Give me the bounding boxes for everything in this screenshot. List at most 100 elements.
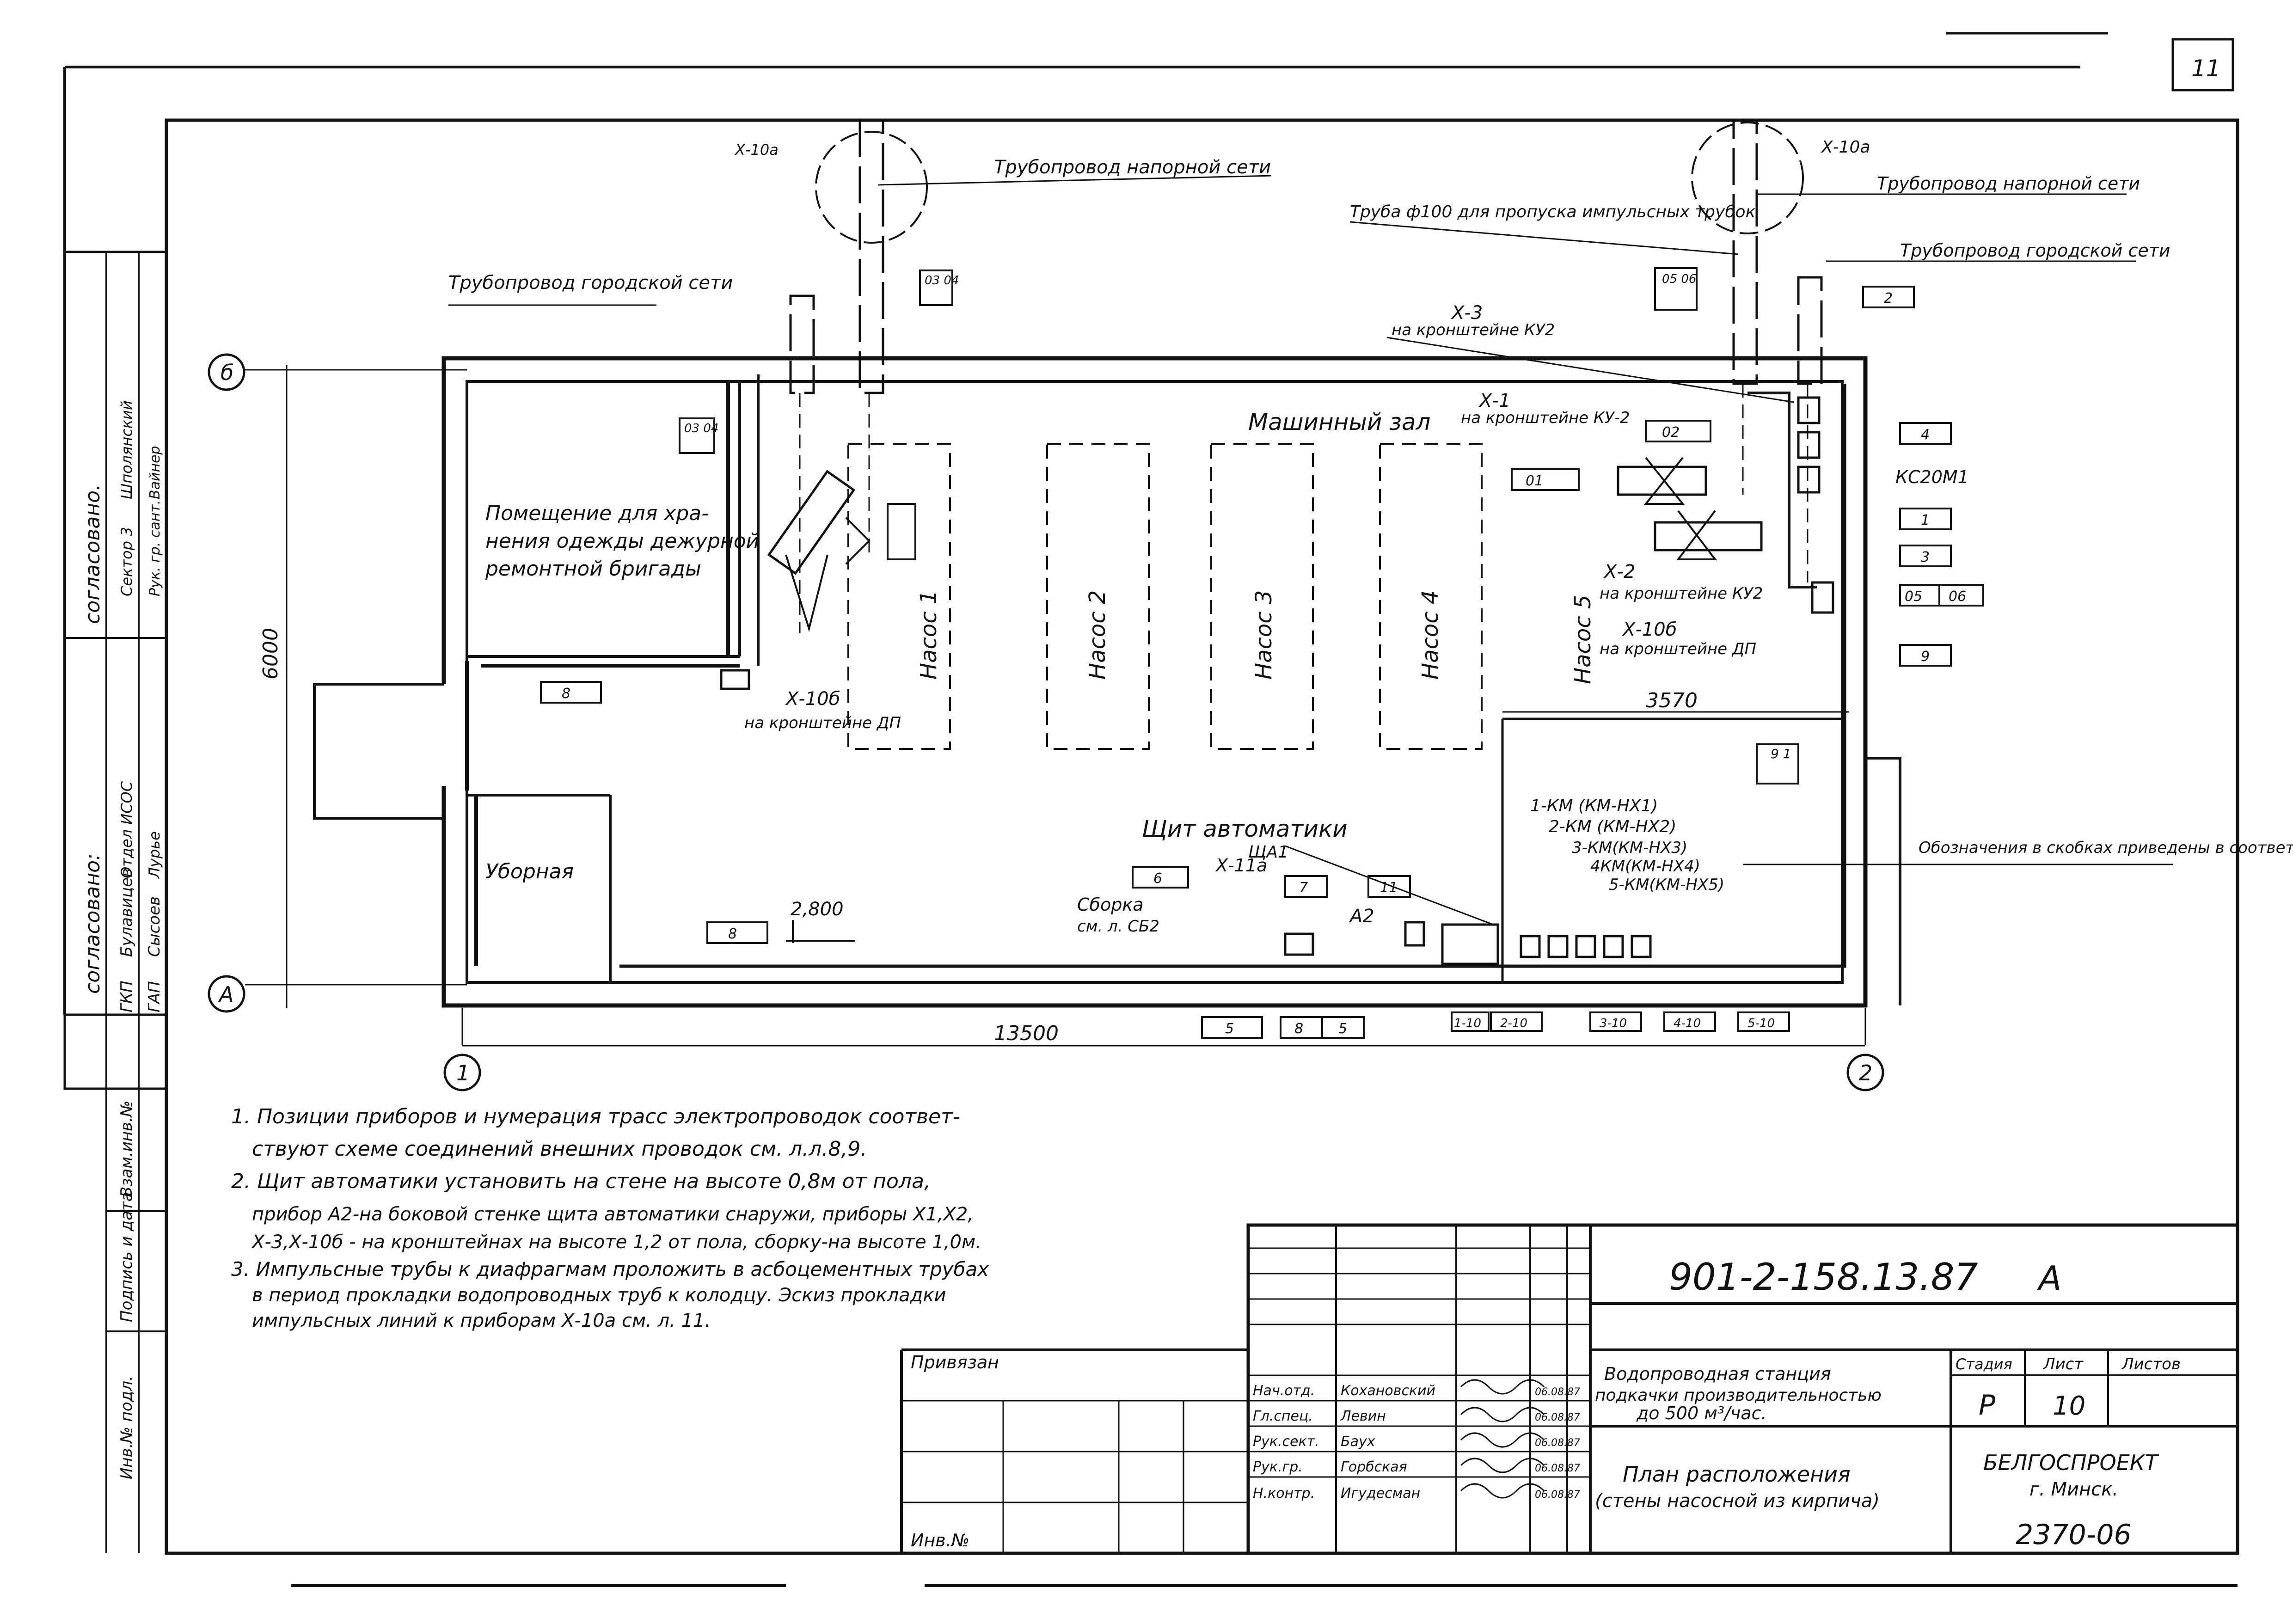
designation-note: Обозначения в скобках приведены в соотве… xyxy=(1919,839,2293,857)
pipe-city-left: Трубопровод городской сети xyxy=(448,272,733,294)
axis-label-1: 1 xyxy=(456,1060,470,1085)
pump-label: Насос 4 xyxy=(1417,590,1443,680)
signer-date: 06.08.87 xyxy=(1535,1412,1580,1423)
signature-mark xyxy=(1460,1432,1545,1448)
approval-heading-left: согласовано: xyxy=(81,853,104,994)
sheet-title-line-1: План расположения xyxy=(1623,1462,1851,1487)
approval-name: Булавицев xyxy=(117,868,136,957)
note-line: 2. Щит автоматики установить на стене на… xyxy=(231,1170,931,1193)
x2-label: Х-2 xyxy=(1603,561,1635,582)
pipe-pressure-right: Трубопровод напорной сети xyxy=(1877,173,2140,194)
panel-label: Щит автоматики xyxy=(1142,815,1348,842)
room-storage-line-3: ремонтной бригады xyxy=(485,557,701,581)
approval-name: Вайнер xyxy=(147,446,163,499)
general-notes: 1. Позиции приборов и нумерация трасс эл… xyxy=(231,1105,989,1331)
signer-role: Рук.сект. xyxy=(1253,1434,1319,1450)
tag: 9 xyxy=(1921,649,1930,665)
note-line: импульсных линий к приборам Х-10а см. л.… xyxy=(252,1310,711,1331)
pump-label: Насос 2 xyxy=(1085,590,1110,680)
stage-header: Стадия xyxy=(1956,1355,2012,1373)
room-storage-line-2: нения одежды дежурной xyxy=(485,529,759,553)
x10a-right-label: Х-10а xyxy=(1821,138,1870,157)
starter-label: 1-КМ (КМ-НХ1) xyxy=(1530,797,1658,815)
callouts: Х-10а Трубопровод напорной сети Трубопро… xyxy=(448,138,2293,965)
signature-mark xyxy=(1460,1483,1545,1499)
tag: 8 xyxy=(1294,1021,1303,1037)
organization-name: БЕЛГОСПРОЕКТ xyxy=(1983,1450,2159,1475)
signer-name: Левин xyxy=(1340,1408,1386,1424)
approval-name: Шполянский xyxy=(118,400,135,499)
tag: 9 1 xyxy=(1771,746,1791,761)
room-labels: Машинный зал Помещение для хра- нения од… xyxy=(485,409,1430,883)
signer-date: 06.08.87 xyxy=(1535,1386,1580,1398)
note-line: ствуют схеме соединений внешних проводок… xyxy=(252,1137,867,1161)
x10b-right-note: на кронштейне ДП xyxy=(1600,640,1756,658)
signer-role: Рук.гр. xyxy=(1253,1459,1303,1475)
x11a-label: Х-11а xyxy=(1215,855,1267,876)
sheet-header: Лист xyxy=(2042,1355,2084,1373)
note-line: Х-3,Х-10б - на кронштейнах на высоте 1,2… xyxy=(251,1232,981,1253)
tag: 7 xyxy=(1299,880,1308,896)
tag: 6 xyxy=(1153,870,1162,887)
inventory-label: Инв.№ xyxy=(911,1530,969,1550)
approval-role: ГАП xyxy=(145,981,164,1012)
x1-label: Х-1 xyxy=(1478,390,1510,411)
project-line-3: до 500 м³/час. xyxy=(1636,1403,1767,1423)
pipelines xyxy=(720,119,1834,690)
signer-date: 06.08.87 xyxy=(1535,1463,1580,1474)
tag: 5 xyxy=(1225,1021,1234,1037)
note-line: 3. Импульсные трубы к диафрагмам проложи… xyxy=(231,1258,989,1281)
starter-label: 4КМ(КМ-НХ4) xyxy=(1590,857,1700,876)
signer-date: 06.08.87 xyxy=(1535,1489,1580,1501)
axis-marker-1 xyxy=(443,1054,481,1091)
pipe-sleeve-note: Труба ф100 для пропуска импульсных трубо… xyxy=(1350,202,1756,221)
signer-name: Игудесман xyxy=(1341,1485,1420,1501)
building-walls xyxy=(313,356,1901,1008)
approval-role: ГКП xyxy=(117,981,136,1012)
note-line: в период прокладки водопроводных труб к … xyxy=(252,1285,946,1306)
tag: 5-10 xyxy=(1747,1017,1775,1030)
pump-layout: Насос 1 Насос 2 Насос 3 Насос 4 Насос 5 xyxy=(767,443,1763,750)
approval-stamp: согласовано: согласовано. ГКП Булавицев … xyxy=(63,251,168,1553)
signer-role: Гл.спец. xyxy=(1253,1408,1313,1424)
assembly-ref: см. л. СБ2 xyxy=(1077,917,1159,936)
note-line: 1. Позиции приборов и нумерация трасс эл… xyxy=(231,1105,960,1128)
sheets-header: Листов xyxy=(2121,1355,2181,1373)
signature-mark xyxy=(1460,1458,1545,1473)
axis-label-2: 2 xyxy=(1859,1060,1872,1085)
starter-label: 3-КМ(КМ-НХ3) xyxy=(1572,839,1687,857)
signer-date: 06.08.87 xyxy=(1535,1437,1580,1449)
x10b-right-label: Х-10б xyxy=(1622,619,1677,640)
automation-panel xyxy=(1441,923,1499,965)
tag: 1 xyxy=(1921,512,1930,528)
tag: 8 xyxy=(728,926,737,942)
starter-label: 2-КМ (КМ-НХ2) xyxy=(1549,817,1676,836)
kc-device: КС20М1 xyxy=(1895,467,1969,487)
tag: 4 xyxy=(1921,427,1930,443)
approval-role: Рук. гр. сант. xyxy=(147,500,163,596)
signer-role: Нач.отд. xyxy=(1253,1383,1315,1399)
a2-label: А2 xyxy=(1349,906,1374,927)
sheet-title-line-2: (стены насосной из кирпича) xyxy=(1595,1490,1880,1512)
x3-label: Х-3 xyxy=(1451,302,1483,324)
signature-mark xyxy=(1460,1407,1545,1422)
signer-name: Баух xyxy=(1341,1434,1375,1450)
tag: 8 xyxy=(562,686,570,702)
tag: 5 xyxy=(1338,1021,1347,1037)
column-label: Взам.инв.№ xyxy=(117,1101,136,1197)
organization-city: г. Минск. xyxy=(2029,1479,2118,1500)
starters: 1-КМ (КМ-НХ1) 2-КМ (КМ-НХ2) 3-КМ(КМ-НХ3)… xyxy=(1520,797,1724,958)
pump-label: Насос 3 xyxy=(1251,590,1277,680)
sheet-number: 11 xyxy=(2191,55,2221,82)
tag: 3-10 xyxy=(1600,1017,1627,1030)
signature-mark xyxy=(1460,1379,1545,1395)
title-block: 901-2-158.13.87 А Водопроводная станция … xyxy=(900,1223,2239,1555)
stage-value: Р xyxy=(1979,1389,1996,1422)
approval-role: Сектор 3 xyxy=(118,527,135,596)
approval-heading-right: согласовано. xyxy=(81,484,104,624)
approval-name: Лурье xyxy=(146,831,163,879)
tag: 02 xyxy=(1662,424,1680,441)
elevation-mark: 2,800 xyxy=(791,899,844,920)
axis-marker-2 xyxy=(1846,1054,1884,1091)
room-storage-line-1: Помещение для хра- xyxy=(485,502,709,525)
